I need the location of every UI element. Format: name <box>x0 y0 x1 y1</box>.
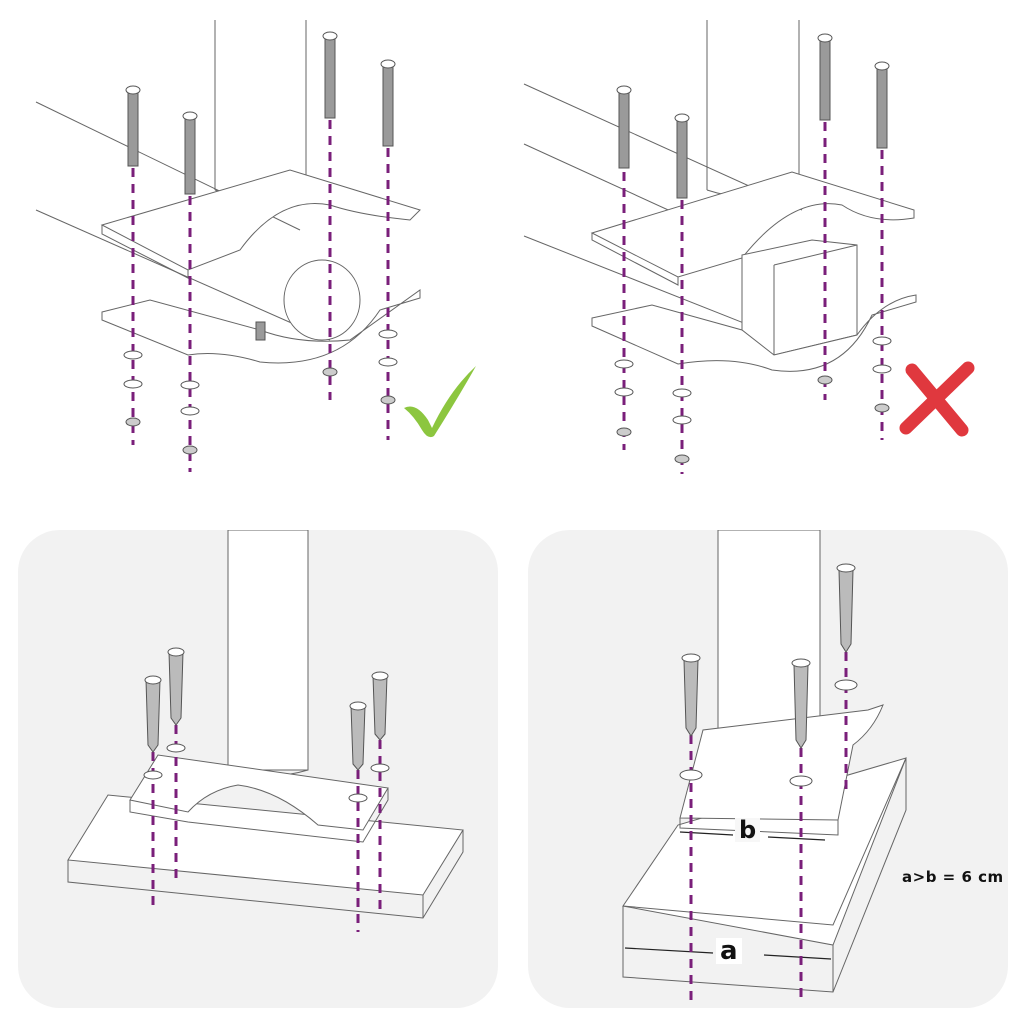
square-tube-clamp-diagram <box>523 20 975 474</box>
panel-correct-round-tube <box>0 0 512 512</box>
dimension-note: a>b = 6 cm <box>902 868 1004 886</box>
dimension-label-a: a <box>716 938 742 964</box>
block-mount-diagram <box>622 530 907 1000</box>
board-mount-diagram <box>67 530 464 932</box>
panel-incorrect-square-tube <box>512 0 1024 512</box>
dimension-label-b: b <box>735 818 761 842</box>
cross-icon <box>899 361 975 437</box>
checkmark-icon <box>404 366 476 438</box>
round-tube-clamp-diagram <box>35 20 476 472</box>
panel-board-mounting <box>18 530 498 1008</box>
panel-block-mounting: b a a>b = 6 cm <box>528 530 1008 1008</box>
